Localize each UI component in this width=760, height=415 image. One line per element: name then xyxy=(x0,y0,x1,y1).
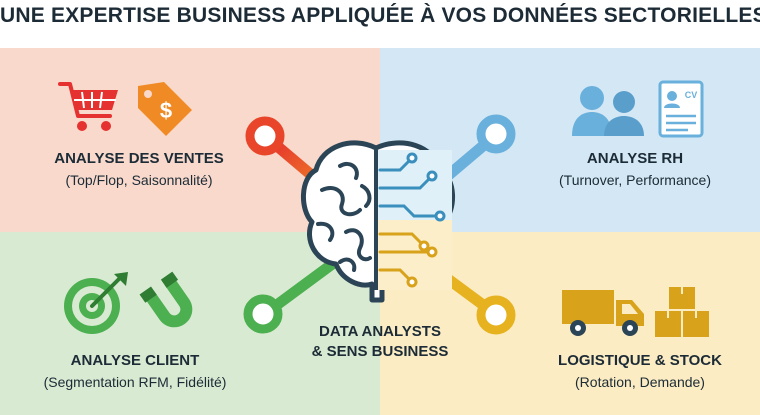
brain-icon xyxy=(300,140,456,303)
cv-document-icon: CV xyxy=(658,80,704,138)
tag-symbol: $ xyxy=(160,98,172,123)
hr-title: ANALYSE RH xyxy=(586,150,684,167)
quadrant-client xyxy=(0,232,380,415)
client-title: ANALYSE CLIENT xyxy=(70,352,200,369)
price-tag-icon: $ xyxy=(138,82,192,136)
logistics-subtitle: (Rotation, Demande) xyxy=(575,374,705,390)
boxes-icon xyxy=(653,285,711,339)
magnet-icon xyxy=(139,271,193,328)
sales-title: ANALYSE DES VENTES xyxy=(54,150,224,167)
shopping-cart-icon xyxy=(58,82,118,131)
page-title: UNE EXPERTISE BUSINESS APPLIQUÉE À VOS D… xyxy=(0,4,760,27)
hr-subtitle: (Turnover, Performance) xyxy=(559,172,711,188)
connector-client xyxy=(243,256,341,334)
center-label: DATA ANALYSTS & SENS BUSINESS xyxy=(280,322,480,362)
cv-label: CV xyxy=(685,90,698,100)
truck-icon xyxy=(562,290,644,336)
logistics-title: LOGISTIQUE & STOCK xyxy=(558,352,722,369)
sales-subtitle: (Top/Flop, Saisonnalité) xyxy=(65,172,213,188)
target-icon xyxy=(64,272,128,334)
center-label-line2: & SENS BUSINESS xyxy=(311,343,449,360)
client-subtitle: (Segmentation RFM, Fidélité) xyxy=(43,374,227,390)
people-icon xyxy=(572,86,644,136)
center-label-line1: DATA ANALYSTS xyxy=(319,323,441,340)
